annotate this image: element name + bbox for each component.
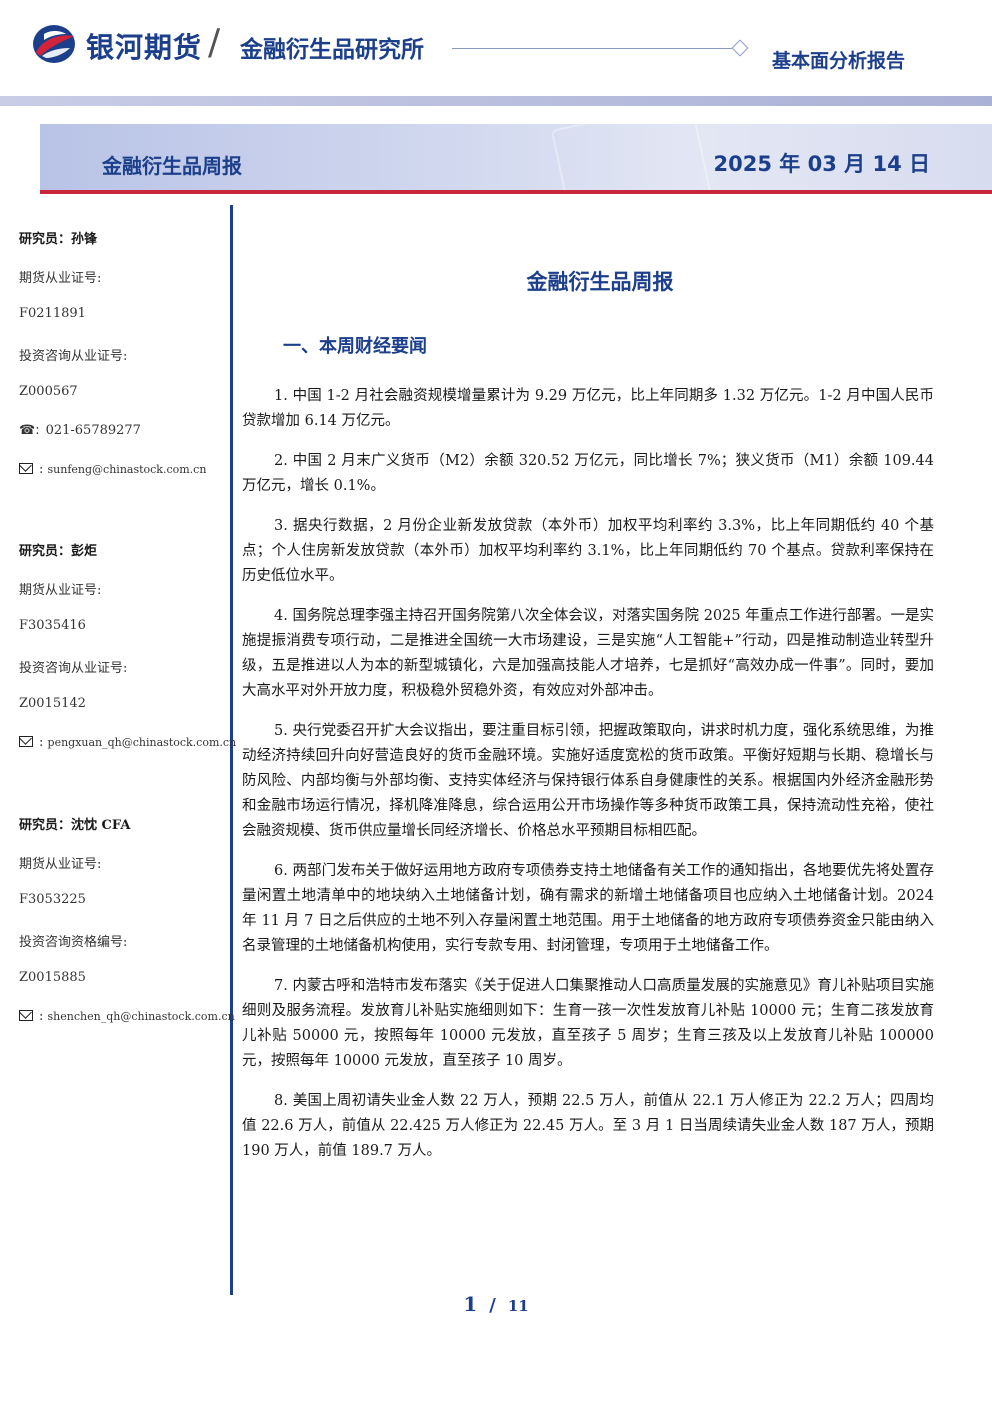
analyst-name: 研究员：彭炬: [19, 544, 98, 559]
phone-icon: ☎:: [19, 423, 40, 438]
license-label: 期货从业证号:: [19, 583, 102, 598]
analyst-card: 研究员：彭炬 期货从业证号: F3035416 投资咨询从业证号: Z00151…: [19, 540, 236, 814]
analyst-name: 研究员：沈忱 CFA: [19, 818, 131, 833]
consult-label: 投资咨询资格编号:: [19, 935, 128, 950]
page-total: 11: [507, 1297, 529, 1315]
license-number: F3035416: [19, 618, 86, 633]
news-item: 7. 内蒙古呼和浩特市发布落实《关于促进人口集聚推动人口高质量发展的实施意见》育…: [242, 978, 934, 1069]
consult-label: 投资咨询从业证号:: [19, 661, 128, 676]
header-divider: /: [208, 22, 221, 63]
news-item: 1. 中国 1-2 月社会融资规模增量累计为 9.29 万亿元，比上年同期多 1…: [242, 388, 934, 429]
consult-label: 投资咨询从业证号:: [19, 349, 128, 364]
page-header: 银河期货 / 金融衍生品研究所 基本面分析报告: [0, 0, 992, 100]
consult-number: Z0015142: [19, 696, 86, 711]
email-line: : sunfeng@chinastock.com.cn: [19, 462, 224, 501]
institute-name: 金融衍生品研究所: [240, 37, 424, 63]
page-current: 1: [463, 1292, 478, 1316]
consult-number: Z000567: [19, 384, 78, 399]
license-label: 期货从业证号:: [19, 857, 102, 872]
email-link[interactable]: shenchen_qh@chinastock.com.cn: [47, 1010, 235, 1023]
analyst-sidebar: 研究员：孙锋 期货从业证号: F0211891 投资咨询从业证号: Z00056…: [19, 228, 236, 1126]
report-type: 基本面分析报告: [772, 50, 906, 72]
analyst-name: 研究员：孙锋: [19, 232, 98, 247]
news-item: 2. 中国 2 月末广义货币（M2）余额 320.52 万亿元，同比增长 7%；…: [242, 453, 934, 494]
title-banner: [40, 124, 992, 192]
report-date: 2025 年 03 月 14 日: [713, 152, 930, 176]
news-item: 4. 国务院总理李强主持召开国务院第八次全体会议，对落实国务院 2025 年重点…: [242, 608, 934, 699]
email-line: : shenchen_qh@chinastock.com.cn: [19, 1009, 235, 1048]
email-line: : pengxuan_qh@chinastock.com.cn: [19, 735, 236, 774]
news-item: 6. 两部门发布关于做好运用地方政府专项债券支持土地储备有关工作的通知指出，各地…: [242, 863, 934, 954]
header-bar: [0, 96, 992, 106]
page-number: 1 / 11: [0, 1292, 992, 1316]
phone-number: 021-65789277: [45, 423, 141, 438]
mail-icon: [19, 463, 33, 474]
news-item: 3. 据央行数据，2 月份企业新发放贷款（本外币）加权平均利率约 3.3%，比上…: [242, 518, 934, 584]
email-link[interactable]: sunfeng@chinastock.com.cn: [47, 463, 207, 476]
galaxy-logo-icon: [33, 25, 75, 63]
banner-accent-line: [40, 190, 992, 194]
mail-icon: [19, 1010, 33, 1021]
mail-icon: [19, 736, 33, 747]
analyst-card: 研究员：孙锋 期货从业证号: F0211891 投资咨询从业证号: Z00056…: [19, 228, 224, 540]
license-label: 期货从业证号:: [19, 271, 102, 286]
consult-number: Z0015885: [19, 970, 86, 985]
license-number: F0211891: [19, 306, 86, 321]
page-separator: /: [489, 1295, 496, 1316]
sidebar-divider: [230, 205, 233, 1295]
analyst-card: 研究员：沈忱 CFA 期货从业证号: F3053225 投资咨询资格编号: Z0…: [19, 814, 235, 1126]
news-item: 5. 央行党委召开扩大会议指出，要注重目标引领，把握政策取向，讲求时机力度，强化…: [242, 723, 934, 839]
section-heading: 一、本周财经要闻: [283, 336, 427, 357]
diamond-icon: [731, 39, 749, 57]
header-rule: [452, 48, 732, 49]
news-item: 8. 美国上周初请失业金人数 22 万人，预期 22.5 万人，前值从 22.1…: [242, 1093, 934, 1159]
email-link[interactable]: pengxuan_qh@chinastock.com.cn: [47, 736, 237, 749]
news-list: 1. 中国 1-2 月社会融资规模增量累计为 9.29 万亿元，比上年同期多 1…: [242, 384, 934, 1179]
brand-name: 银河期货: [86, 31, 203, 64]
document-title: 金融衍生品周报: [526, 270, 674, 294]
license-number: F3053225: [19, 892, 86, 907]
phone-line: ☎: 021-65789277: [19, 423, 224, 462]
banner-title: 金融衍生品周报: [102, 154, 242, 178]
